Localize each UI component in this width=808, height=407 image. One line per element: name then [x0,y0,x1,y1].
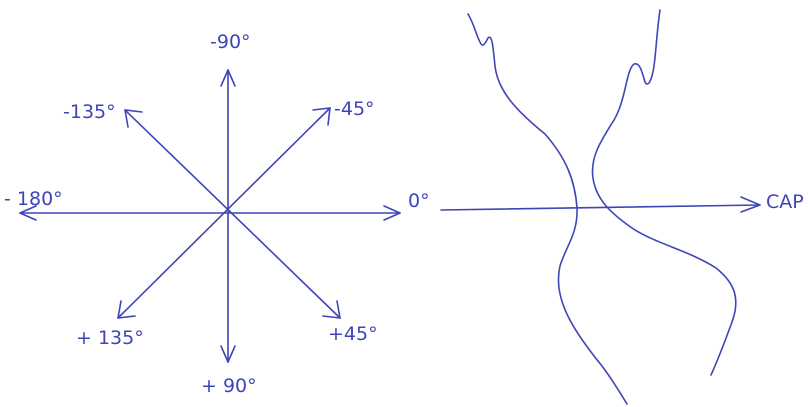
river-sketch: CAP [440,9,804,405]
arrowhead-minus135deg [124,109,143,128]
label-0: 0° [408,190,430,212]
river-right-bank [591,9,737,376]
arrowhead-0deg [383,205,401,221]
heading-line [440,204,761,211]
heading-label: CAP [766,191,804,213]
river-left-bank [467,13,628,405]
arrowhead-plus135deg [117,300,136,319]
axis-diagonal-a [124,109,341,319]
heading-arrowhead [740,196,761,213]
label-minus180: - 180° [4,188,63,210]
label-plus45: +45° [328,323,378,345]
label-minus45: -45° [334,98,375,120]
axis-diagonal-b [117,107,331,319]
label-plus135: + 135° [76,327,144,349]
arrowhead-180deg [19,205,37,221]
arrowhead-plus45deg [322,300,341,319]
label-plus90: + 90° [201,375,257,397]
compass-rose: -90° -45° 0° +45° + 90° + 135° - 180° -1… [4,31,430,397]
arrowhead-minus90deg [220,69,236,87]
arrowhead-plus90deg [220,345,236,363]
label-minus90: -90° [210,31,251,53]
arrowhead-minus45deg [312,107,331,126]
label-minus135: -135° [63,101,116,123]
